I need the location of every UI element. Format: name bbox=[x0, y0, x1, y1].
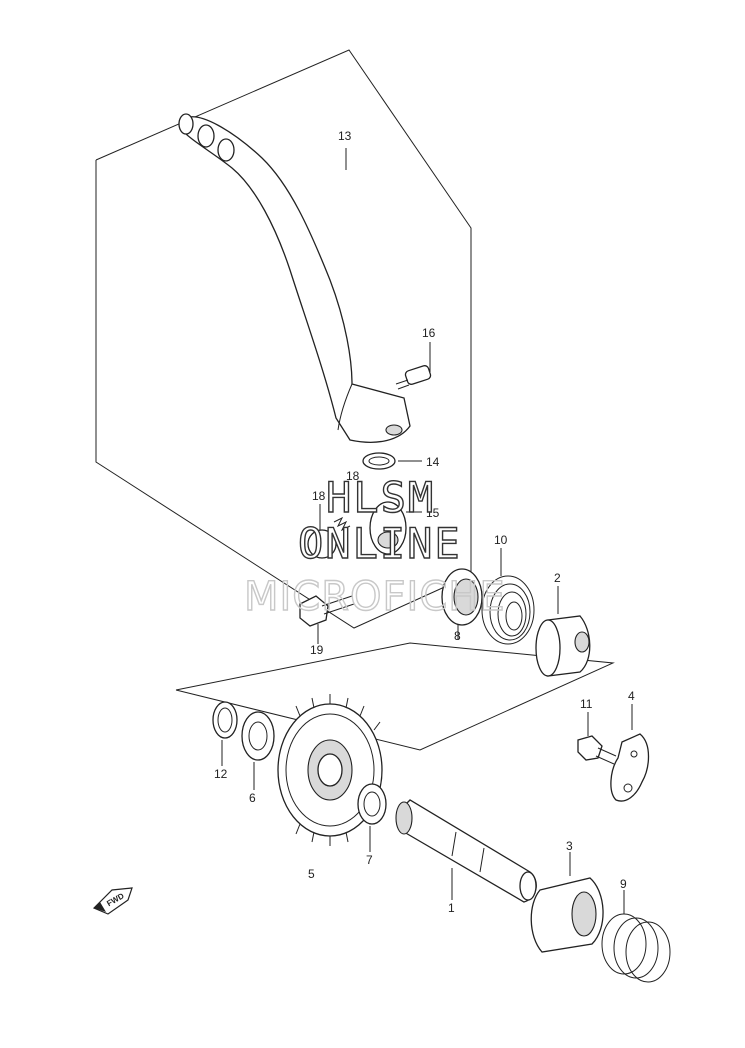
callout-13: 13 bbox=[338, 129, 352, 143]
watermark: HLSM ONLINE MICROFICHE bbox=[243, 472, 506, 620]
spacer-part-2[interactable] bbox=[535, 615, 591, 677]
callout-3: 3 bbox=[566, 839, 573, 853]
callout-15: 15 bbox=[426, 506, 440, 520]
oil-seal-part-8[interactable] bbox=[441, 568, 483, 626]
washer-part-7[interactable] bbox=[357, 783, 387, 825]
spring-part-9[interactable] bbox=[601, 913, 671, 983]
spring-part-18[interactable] bbox=[333, 516, 351, 532]
callout-1: 1 bbox=[448, 901, 455, 915]
callout-18-upper: 18 bbox=[346, 469, 360, 483]
kick-gear-part-5[interactable] bbox=[277, 694, 383, 846]
callout-12: 12 bbox=[214, 767, 228, 781]
circlip-part-12[interactable] bbox=[212, 701, 238, 739]
callout-2: 2 bbox=[554, 571, 561, 585]
kick-lever-part[interactable] bbox=[178, 113, 411, 443]
washer-part-14[interactable] bbox=[362, 452, 396, 470]
bolt-part-19[interactable] bbox=[299, 595, 355, 627]
ball-part-18[interactable] bbox=[307, 529, 337, 559]
fwd-direction-badge: FWD bbox=[92, 887, 133, 915]
callout-16: 16 bbox=[422, 326, 436, 340]
kick-shaft-part-1[interactable] bbox=[395, 799, 537, 903]
boss-part-15[interactable] bbox=[369, 501, 407, 555]
bolt-part-11[interactable] bbox=[577, 735, 617, 765]
leader-lines bbox=[221, 148, 633, 914]
callout-10: 10 bbox=[494, 533, 508, 547]
watermark-line-3: MICROFICHE bbox=[244, 574, 506, 620]
stopper-plate-part-4[interactable] bbox=[610, 733, 650, 802]
callout-8: 8 bbox=[454, 629, 461, 643]
callout-18-lower: 18 bbox=[312, 489, 326, 503]
callout-9: 9 bbox=[620, 877, 627, 891]
callout-5: 5 bbox=[308, 867, 315, 881]
callout-11: 11 bbox=[580, 697, 593, 711]
watermark-line-1: HLSM bbox=[326, 473, 435, 522]
ratchet-part-3[interactable] bbox=[530, 877, 604, 953]
watermark-line-2: ONLINE bbox=[298, 519, 462, 568]
bolt-part-16[interactable] bbox=[395, 365, 432, 390]
callout-14: 14 bbox=[426, 455, 440, 469]
callout-4: 4 bbox=[628, 689, 635, 703]
spring-part-10[interactable] bbox=[481, 575, 535, 645]
callout-6: 6 bbox=[249, 791, 256, 805]
washer-part-6[interactable] bbox=[241, 711, 275, 761]
callout-7: 7 bbox=[366, 853, 373, 867]
callout-19: 19 bbox=[310, 643, 324, 657]
